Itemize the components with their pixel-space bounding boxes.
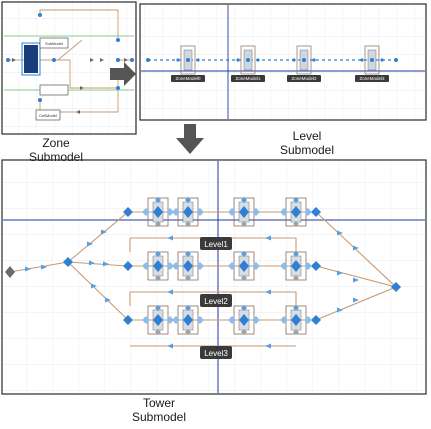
flow-arrow-icon bbox=[167, 289, 173, 295]
flow-arrow-icon bbox=[25, 266, 31, 272]
level-label-box bbox=[200, 294, 232, 307]
caption-line: Zone bbox=[42, 136, 70, 150]
zone-submodel-caption: Zone Submodel bbox=[20, 136, 92, 164]
tower-zone-unit bbox=[142, 197, 174, 227]
caption-line: Submodel bbox=[28, 150, 84, 164]
zone-nodes bbox=[6, 13, 134, 102]
level-submodel-panel: ZoneModel1 ZoneModel2 ZoneModel3 ZoneModel0 bbox=[139, 3, 427, 121]
tower-outlet-node bbox=[391, 282, 401, 292]
flow-arrow-icon bbox=[167, 235, 173, 241]
level-label-box bbox=[200, 237, 232, 250]
zone-box-label: SubModel bbox=[45, 41, 63, 46]
tower-zone-unit bbox=[228, 251, 260, 281]
caption-line: Submodel bbox=[279, 143, 335, 157]
level-zone-unit: ZoneModel1 bbox=[231, 45, 265, 82]
tower-zone-unit bbox=[172, 251, 204, 281]
tower-zone-unit bbox=[280, 251, 312, 281]
tower-zone-unit bbox=[280, 197, 312, 227]
flow-arrow-icon bbox=[89, 260, 95, 266]
flow-arrow-icon bbox=[353, 297, 359, 303]
zone-box bbox=[39, 37, 69, 49]
level-label: Level3 bbox=[204, 349, 228, 358]
zone-unit-bar bbox=[24, 45, 38, 73]
flow-arrow-icon bbox=[105, 297, 111, 303]
level-panel-frame bbox=[139, 3, 427, 121]
level-zone-label: ZoneModel2 bbox=[291, 76, 317, 81]
tower-split-node bbox=[63, 257, 73, 267]
tower-row-node bbox=[311, 207, 321, 217]
zone-box-label: CellModel bbox=[39, 113, 57, 118]
level-inlet-node bbox=[146, 58, 150, 62]
tower-zone-unit bbox=[172, 197, 204, 227]
tower-zone-unit bbox=[142, 251, 174, 281]
caption-line: Tower bbox=[142, 396, 175, 410]
zone-box bbox=[35, 109, 61, 121]
arrow-right-icon bbox=[110, 62, 136, 86]
level-label: Level2 bbox=[204, 297, 228, 306]
flow-arrow-icon bbox=[41, 264, 47, 270]
tower-row-node bbox=[311, 261, 321, 271]
tower-row-node bbox=[311, 315, 321, 325]
tower-row-node bbox=[123, 207, 133, 217]
tower-inlet-node bbox=[5, 266, 15, 278]
flow-arrow-icon bbox=[337, 230, 343, 236]
tower-zone-unit bbox=[172, 305, 204, 335]
level-zone-label-box bbox=[355, 75, 389, 82]
zone-arrows bbox=[12, 58, 128, 114]
tower-zone-unit bbox=[228, 197, 260, 227]
flow-arrow-icon bbox=[265, 235, 271, 241]
caption-line: Submodel bbox=[131, 410, 187, 424]
tower-submodel-caption: Tower Submodel bbox=[112, 396, 206, 424]
level-zone-label: ZoneModel0 bbox=[175, 76, 201, 81]
level-label: Level1 bbox=[204, 240, 228, 249]
arrow-down-icon bbox=[176, 124, 204, 154]
level-zone-label-box bbox=[171, 75, 205, 82]
flow-arrow-icon bbox=[167, 343, 173, 349]
flow-arrow-icon bbox=[265, 343, 271, 349]
flow-arrow-icon bbox=[353, 277, 359, 283]
flow-arrow-icon bbox=[91, 283, 97, 289]
level-zone-unit: ZoneModel3 bbox=[355, 45, 389, 82]
tower-zone-unit bbox=[142, 305, 174, 335]
zone-box bbox=[39, 84, 69, 96]
zone-unit-bar-outline bbox=[21, 42, 41, 76]
tower-zone-unit bbox=[280, 305, 312, 335]
flow-arrow-icon bbox=[103, 261, 109, 267]
flow-arrow-icon bbox=[101, 229, 107, 235]
level-zone-label-box bbox=[231, 75, 265, 82]
level-zone-label-box bbox=[287, 75, 321, 82]
level-zone-label: ZoneModel3 bbox=[359, 76, 385, 81]
flow-arrow-icon bbox=[265, 289, 271, 295]
level-outlet-node bbox=[394, 58, 398, 62]
tower-submodel-panel: Level1 Level2 Level3 bbox=[1, 159, 427, 395]
level-zone-label: ZoneModel1 bbox=[235, 76, 261, 81]
flow-arrow-icon bbox=[353, 245, 359, 251]
level-label-box bbox=[200, 346, 232, 359]
tower-row-node bbox=[123, 261, 133, 271]
tower-zone-unit bbox=[228, 305, 260, 335]
flow-arrow-icon bbox=[337, 270, 343, 276]
flow-arrow-icon bbox=[337, 307, 343, 313]
caption-line: Level bbox=[292, 129, 322, 143]
level-submodel-caption: Level Submodel bbox=[260, 129, 354, 157]
flow-arrow-icon bbox=[87, 241, 93, 247]
level-zone-unit: ZoneModel2 bbox=[287, 45, 321, 82]
tower-row-node bbox=[123, 315, 133, 325]
level-zone-unit bbox=[171, 45, 205, 82]
